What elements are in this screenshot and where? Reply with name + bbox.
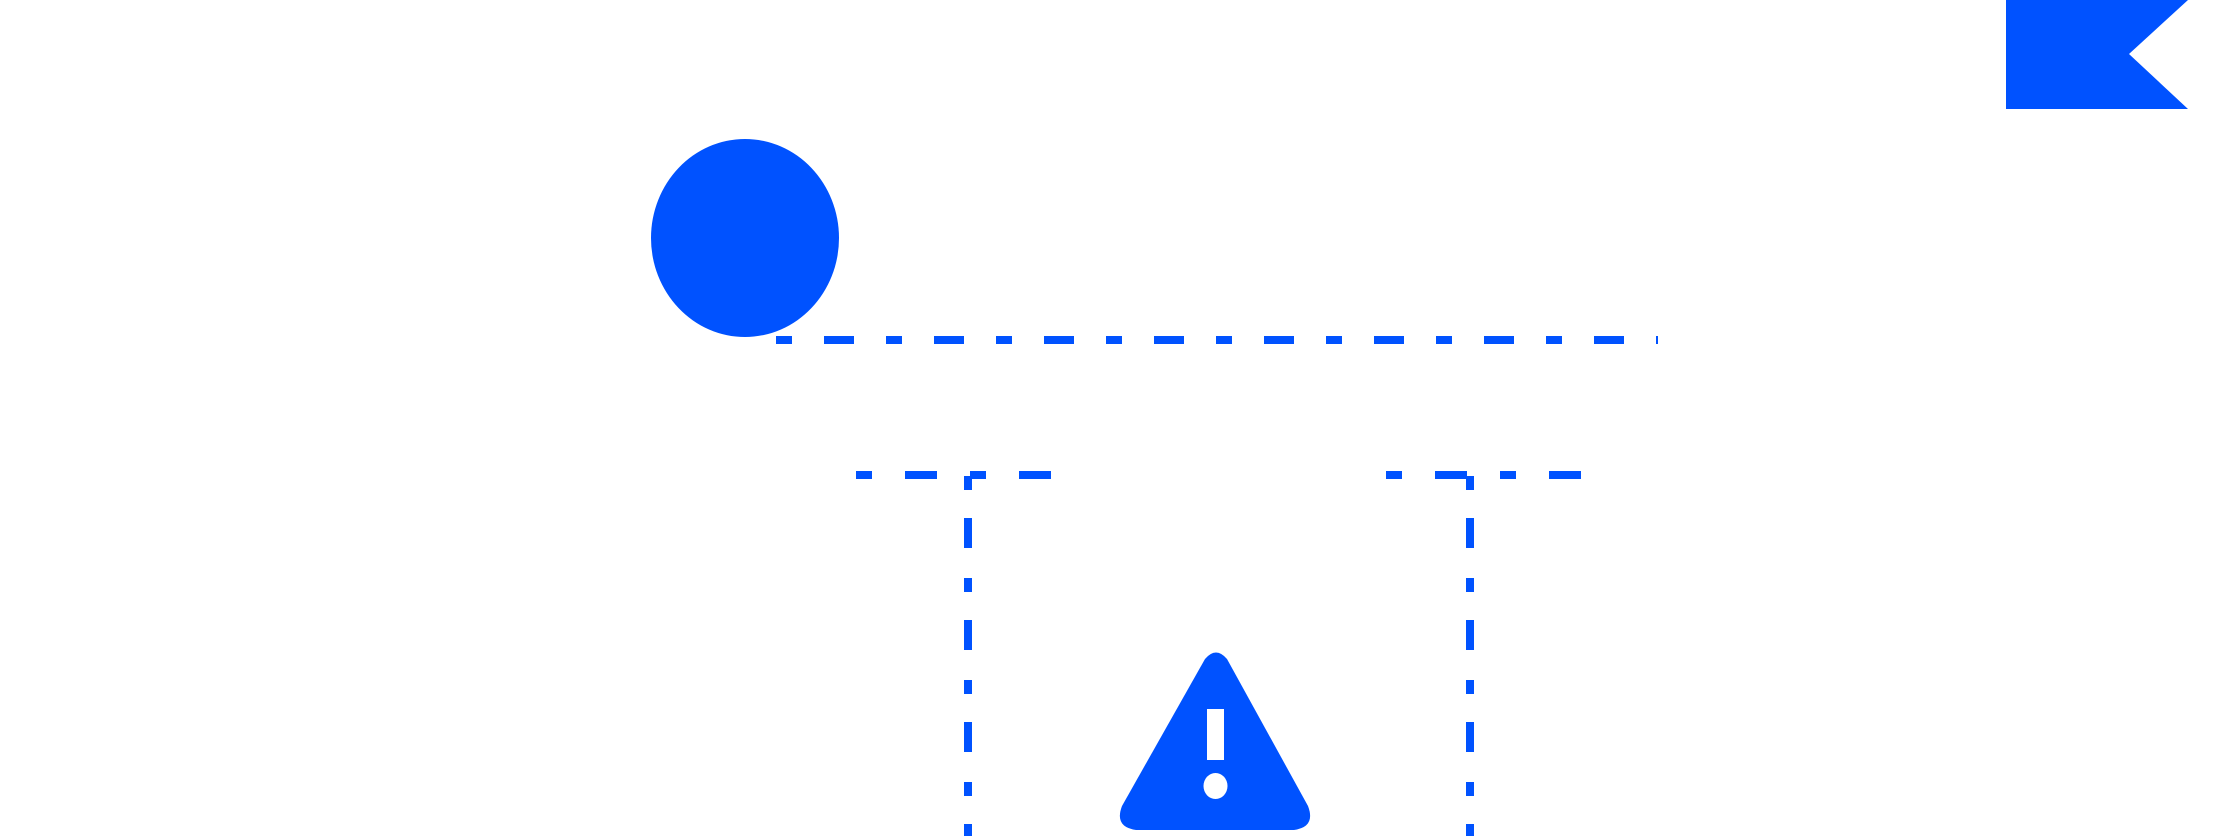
warning-exclamation-dot	[1203, 773, 1228, 799]
flag-icon	[2006, 0, 2188, 109]
warning-icon	[1119, 652, 1311, 830]
circle-node-icon	[651, 139, 839, 337]
warning-exclamation-bar	[1207, 709, 1224, 760]
